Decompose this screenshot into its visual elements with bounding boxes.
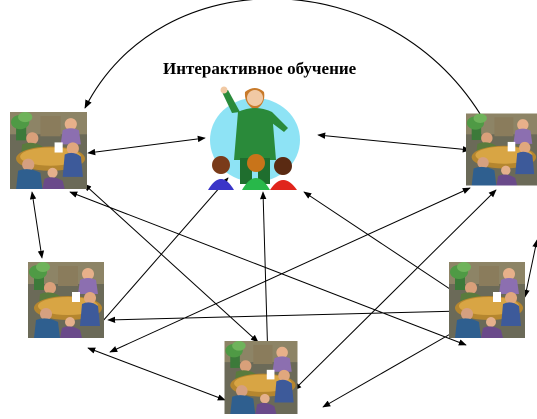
edge-topleft-midright [69, 191, 467, 346]
meeting-group-icon [449, 262, 525, 338]
edge-midleft-teacher [94, 177, 229, 331]
edge-arc-top [84, 0, 486, 123]
edge-midleft-bottom [87, 347, 226, 401]
edge-lines [29, 132, 537, 408]
group-mid-right [449, 262, 525, 338]
group-bottom-center [224, 341, 298, 414]
edge-midright-bottom [322, 324, 467, 408]
meeting-group-icon [10, 112, 87, 189]
edge-topright-midright [523, 239, 537, 298]
edge-teacher-midright [303, 191, 472, 304]
meeting-group-icon [466, 113, 537, 186]
edge-topleft-midleft [29, 191, 45, 259]
teacher-node [208, 86, 300, 190]
edge-topright-midleft [109, 187, 471, 353]
group-mid-left [28, 262, 104, 338]
edge-midleft-midright [107, 307, 463, 324]
meeting-group-icon [28, 262, 104, 338]
edge-bottom-teacher [260, 191, 271, 363]
edge-topright-teacher [317, 132, 471, 153]
edge-topleft-teacher [87, 135, 206, 156]
meeting-group-icon [224, 341, 298, 414]
group-top-right [466, 113, 537, 186]
diagram-title: Интерактивное обучение [163, 59, 357, 78]
teacher-with-students-icon [208, 86, 300, 190]
group-top-left [10, 112, 87, 189]
